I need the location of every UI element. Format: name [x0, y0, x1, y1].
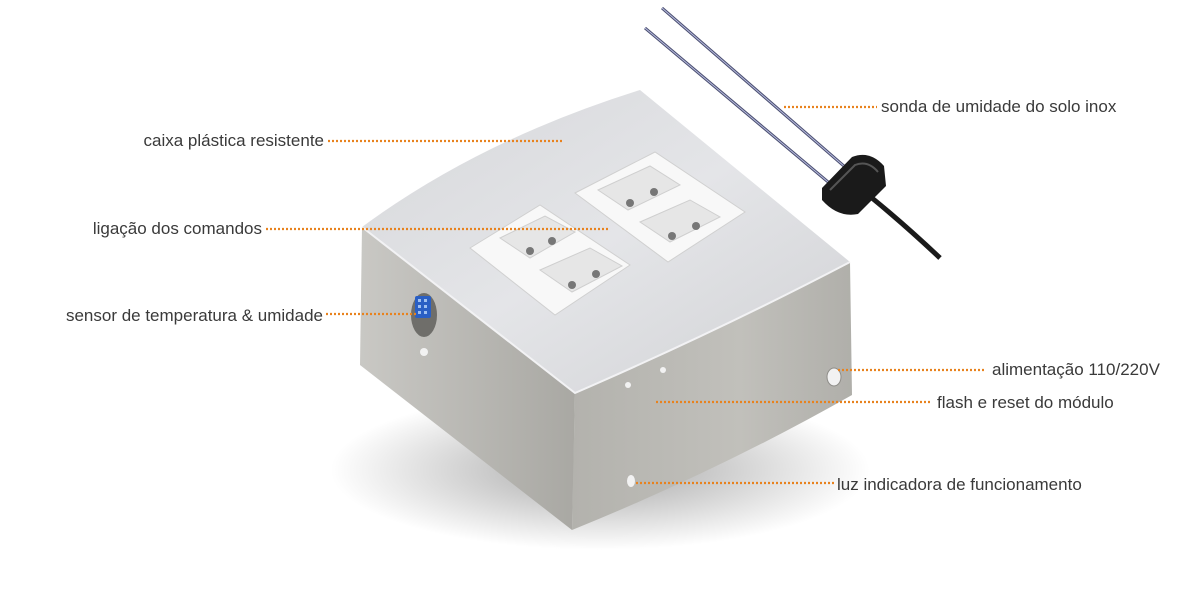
- label-outlets: ligação dos comandos: [92, 219, 262, 238]
- label-probe: sonda de umidade do solo inox: [881, 97, 1117, 116]
- label-enclosure: caixa plástica resistente: [143, 131, 324, 150]
- soil-probe: [644, 6, 942, 260]
- status-led: [627, 475, 635, 487]
- outlet-plate-left: [469, 204, 631, 316]
- outlets-plate: [469, 151, 746, 316]
- probe-head: [822, 154, 886, 215]
- enclosure-front-face: [572, 262, 852, 530]
- label-flash-reset: flash e reset do módulo: [937, 393, 1114, 412]
- temperature-humidity-sensor: [411, 293, 437, 356]
- outlet-plate-right: [574, 151, 746, 263]
- socket-2: [538, 247, 624, 293]
- label-status-led: luz indicadora de funcionamento: [837, 475, 1082, 494]
- label-power: alimentação 110/220V: [992, 360, 1160, 379]
- socket-4: [638, 199, 722, 243]
- leader-lines: [266, 105, 985, 485]
- label-sensor: sensor de temperatura & umidade: [65, 306, 323, 325]
- flash-hole-1: [625, 382, 631, 388]
- enclosure-edge: [361, 226, 851, 395]
- sensor-hole: [420, 348, 428, 356]
- socket-3: [596, 165, 682, 211]
- enclosure-top-face: [362, 90, 850, 393]
- power-port: [826, 367, 842, 387]
- flash-hole-2: [660, 367, 666, 373]
- socket-1: [498, 215, 577, 259]
- probe-cable: [870, 196, 942, 260]
